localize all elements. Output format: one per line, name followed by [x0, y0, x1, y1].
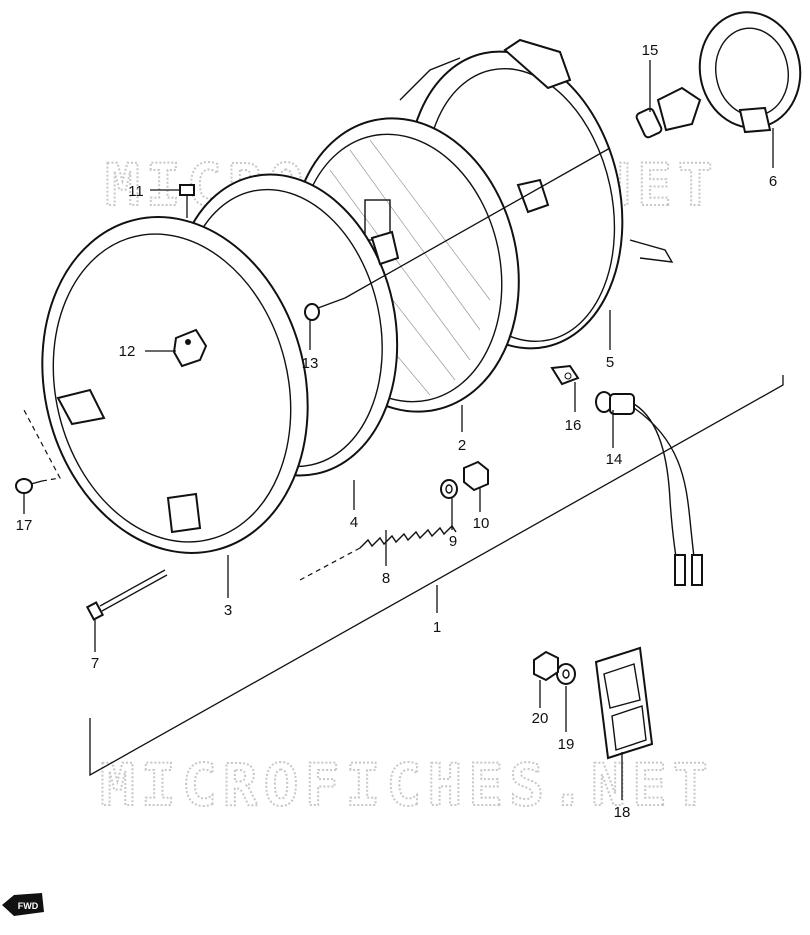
- callout-6: 6: [769, 173, 777, 190]
- part-15-bulb: [635, 86, 702, 139]
- part-14-socket-wiring: [595, 391, 703, 586]
- fwd-label: FWD: [18, 901, 39, 911]
- callout-19: 19: [558, 736, 575, 753]
- callout-20: 20: [532, 710, 549, 727]
- callout-8: 8: [382, 570, 390, 587]
- callout-3: 3: [224, 602, 232, 619]
- callout-5: 5: [606, 354, 614, 371]
- callout-17: 17: [16, 517, 33, 534]
- callout-18: 18: [614, 804, 631, 821]
- part-7-long-screw: [85, 569, 168, 621]
- watermark-bottom: MICROFICHES.NET: [100, 751, 714, 819]
- callout-1: 1: [433, 619, 441, 636]
- part-20-nut: [533, 650, 559, 682]
- part-12-square-nut: [172, 328, 208, 368]
- leader-lines: [23, 60, 774, 800]
- callout-14: 14: [606, 451, 623, 468]
- part-3-outer-rim: [41, 216, 309, 554]
- part-16-bulb-clip: [550, 364, 580, 386]
- callout-15: 15: [642, 42, 659, 59]
- part-9-washer: [440, 479, 458, 499]
- callout-2: 2: [458, 437, 466, 454]
- part-18-reflector: [594, 646, 654, 760]
- callout-11: 11: [128, 183, 144, 200]
- callout-13: 13: [302, 355, 319, 372]
- part-17-small-screw: [15, 409, 61, 494]
- callouts: 1 2 3 4 5 6 7 8 9 10 11 12 13 14 15 16 1…: [16, 42, 778, 821]
- part-10-nut: [463, 460, 489, 492]
- part-19-washer: [556, 663, 576, 685]
- fwd-arrow-icon: FWD: [2, 893, 44, 916]
- part-8-adjusting-spring: [299, 524, 457, 581]
- assembly-bracket-1: [89, 375, 784, 777]
- part-13-screw: [304, 147, 611, 321]
- part-6-socket-cover: [698, 11, 802, 134]
- callout-16: 16: [565, 417, 582, 434]
- callout-7: 7: [91, 655, 99, 672]
- callout-9: 9: [449, 533, 457, 550]
- callout-10: 10: [473, 515, 490, 532]
- callout-12: 12: [119, 343, 136, 360]
- callout-4: 4: [350, 514, 358, 531]
